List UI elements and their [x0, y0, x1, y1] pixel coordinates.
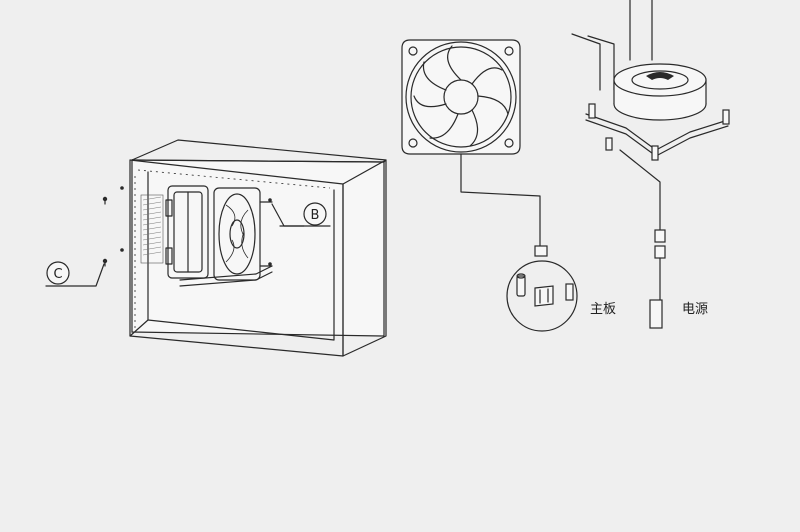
pump-cpu-block: [571, 0, 730, 329]
fan-blades: [413, 45, 509, 147]
callout-b-label: B: [311, 208, 320, 223]
motherboard-connector-detail: [506, 245, 578, 332]
power-label: 电源: [682, 302, 708, 317]
fan: [401, 39, 541, 247]
case-screw-holes: [134, 169, 331, 330]
case-vent-grill: [140, 194, 164, 264]
callout-b: B: [271, 202, 331, 227]
mounting-bracket: [179, 265, 273, 287]
case-fan: [213, 187, 273, 281]
standoffs: [588, 103, 730, 161]
motherboard-label: 主板: [590, 302, 616, 317]
callout-c: C: [45, 261, 105, 287]
callout-c-label: C: [53, 267, 62, 282]
screws: [102, 186, 272, 267]
radiator: [165, 185, 209, 279]
